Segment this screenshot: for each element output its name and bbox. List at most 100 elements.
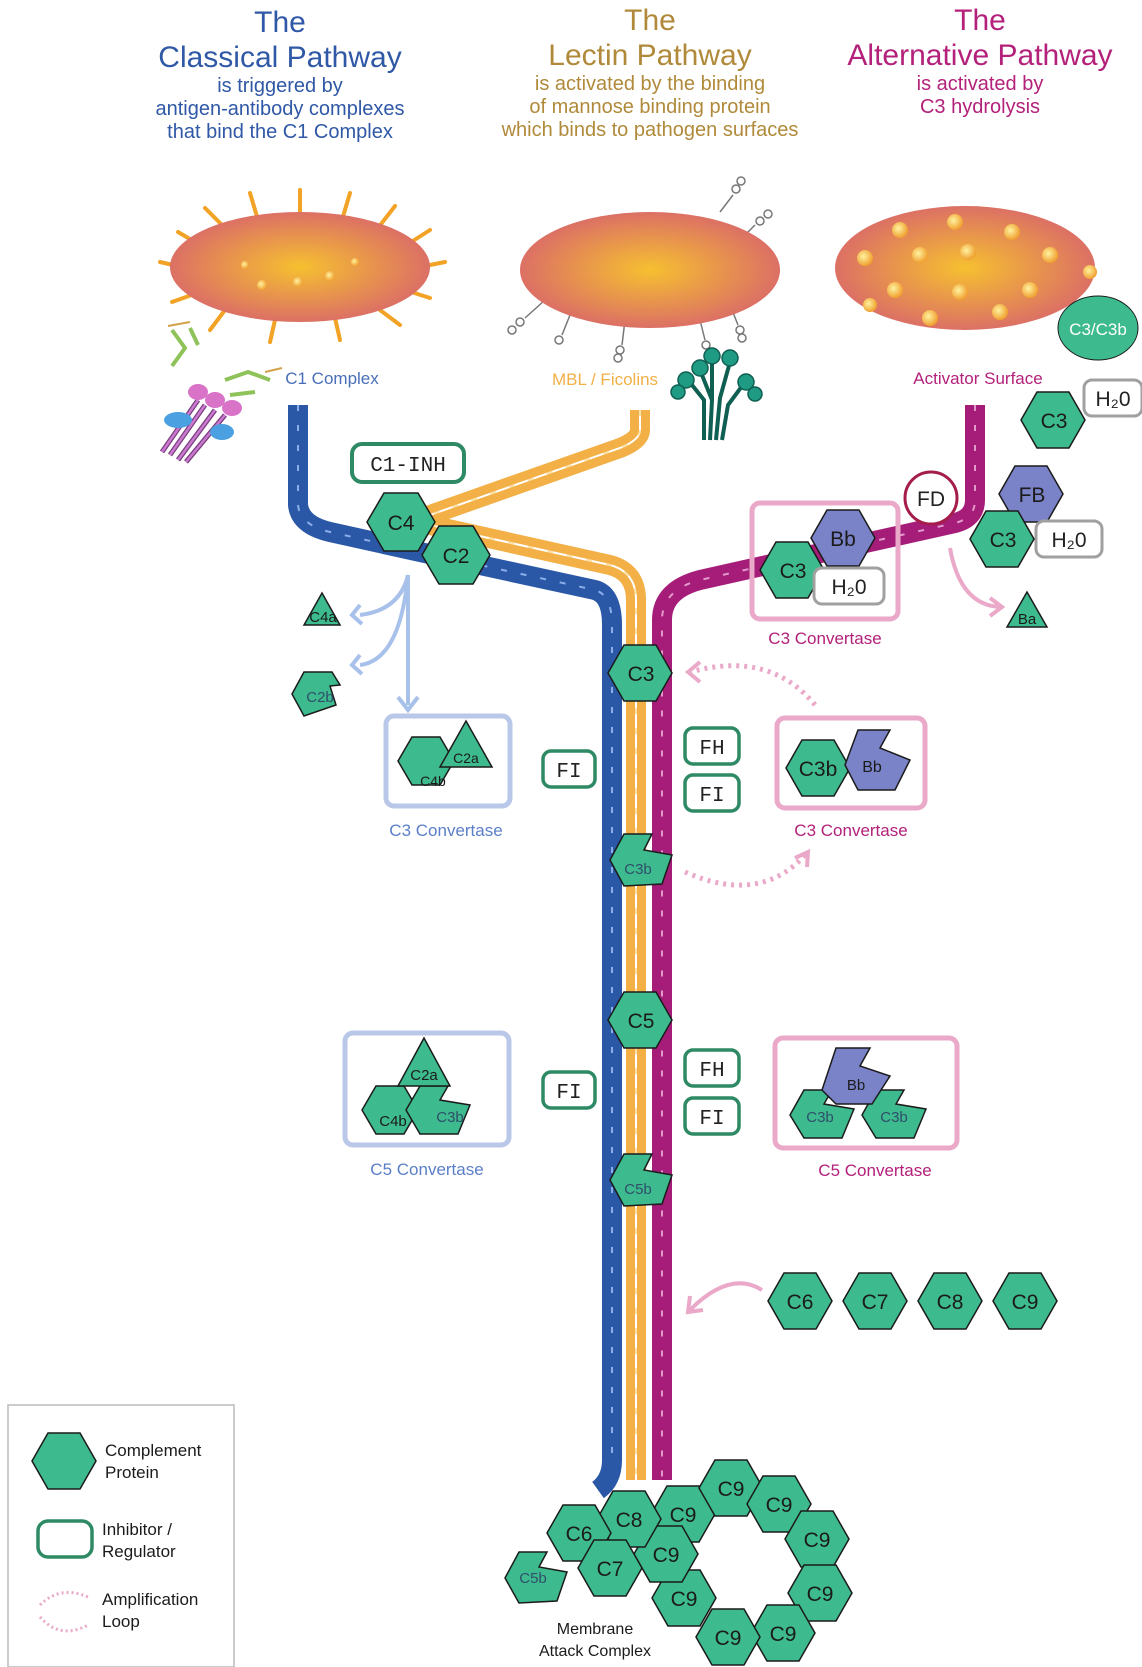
fi-regulator-3 (541, 1070, 597, 1110)
alt-c3-convertase-top-box (749, 500, 901, 622)
c4-label: C4 (388, 512, 415, 535)
c1inh-label: C1-INH (370, 455, 446, 478)
h2o-label-1: H₂0 (1096, 388, 1131, 411)
fi-label-3: FI (556, 1082, 581, 1105)
mac-c9-3 (746, 1475, 812, 1533)
mac-c9-2-label: C9 (718, 1478, 745, 1501)
fb-label: FB (1019, 484, 1046, 507)
classical-c5-convertase-box (342, 1030, 512, 1148)
legend-complement-line1: Complement (105, 1441, 202, 1460)
c3b-central-label: C3b (624, 861, 652, 878)
legend-regulator-icon (36, 1519, 94, 1559)
c1inh-regulator (350, 442, 466, 484)
legend-amp-icon-bottom (38, 1615, 89, 1633)
c3b-alt-c5-label-2: C3b (880, 1109, 908, 1126)
mac-c9-7-label: C9 (715, 1627, 742, 1650)
alt-c3-convertase-label: C3 Convertase (794, 821, 907, 840)
mbl-ficolins-icon (670, 347, 763, 441)
bb-mid-label: Bb (862, 759, 882, 776)
c5b-central-protein (609, 1153, 673, 1207)
legend-inhibitor-line1: Inhibitor / (102, 1520, 172, 1539)
lectin-line1: is activated by the binding (534, 73, 766, 95)
legend-amp-icon-top (38, 1591, 89, 1607)
classical-pathogen (158, 188, 447, 344)
h2o-label-2: H₂0 (1052, 529, 1087, 552)
fd-label: FD (917, 488, 945, 511)
mac-c7 (577, 1539, 643, 1597)
amplification-arrow-1 (689, 663, 817, 707)
c7-label: C7 (862, 1291, 889, 1314)
c5-central-label: C5 (628, 1010, 655, 1033)
classical-c3-convertase-box (383, 713, 513, 809)
c4a-protein (302, 591, 342, 626)
c3b-alt-c5-label-1: C3b (806, 1109, 834, 1126)
c6-protein (767, 1272, 833, 1330)
c4b-c5-label: C4b (379, 1113, 407, 1130)
c6-label: C6 (787, 1291, 814, 1314)
surface-dots (857, 214, 1097, 326)
alt-c5-convertase-box (772, 1035, 960, 1151)
c2b-protein (291, 671, 342, 717)
amplification-arrow-2 (683, 853, 807, 888)
mbl-label: MBL / Ficolins (552, 370, 658, 389)
c6c9-arrow (688, 1281, 764, 1312)
c3-convertase-top-c3-label: C3 (780, 560, 807, 583)
c8-label: C8 (937, 1291, 964, 1314)
c5b-central-label: C5b (624, 1181, 652, 1198)
c4b-label: C4b (420, 773, 446, 789)
legend-complement-line2: Protein (105, 1463, 159, 1482)
mac-c9-7 (695, 1608, 761, 1666)
c8-protein (917, 1272, 983, 1330)
lectin-line2: of mannose binding protein (529, 96, 771, 118)
h2o-label-3: H₂0 (832, 576, 867, 599)
alt-the: The (954, 4, 1006, 37)
bb-alt-c5-label: Bb (847, 1077, 865, 1094)
c9-label: C9 (1012, 1291, 1039, 1314)
mac-c6-label: C6 (566, 1523, 593, 1546)
c7-protein (842, 1272, 908, 1330)
mac-c9-6 (750, 1604, 816, 1662)
classical-header: The Classical Pathway is triggered by an… (130, 6, 430, 144)
legend (7, 1404, 235, 1667)
activator-surface-label: Activator Surface (913, 369, 1042, 388)
bb-alt-c5-protein (821, 1047, 892, 1105)
bb-protein-mid (844, 729, 912, 791)
mac-c9-9-label: C9 (653, 1544, 680, 1567)
classical-line1: is triggered by (217, 75, 343, 97)
c2a-label: C2a (453, 750, 479, 766)
mac-c9-3-label: C9 (766, 1494, 793, 1517)
alt-name: Alternative Pathway (847, 38, 1113, 72)
mac-c9-4 (784, 1510, 850, 1568)
c3b-central-protein (609, 833, 673, 887)
c2a-c5-protein (396, 1036, 452, 1087)
fh-regulator-1 (683, 726, 741, 766)
c4a-label: C4a (309, 609, 337, 626)
mac-c8-label: C8 (616, 1509, 643, 1532)
pathogen-inner-spikes (241, 258, 359, 290)
c2a-protein (438, 719, 494, 768)
alternative-band (652, 405, 985, 1480)
c3-alt-top-label: C3 (1041, 410, 1068, 433)
mac-label-line2: Attack Complex (539, 1643, 651, 1660)
c3c3b-label: C3/C3b (1069, 320, 1127, 339)
lectin-line3: which binds to pathogen surfaces (501, 119, 799, 141)
c9-protein (992, 1272, 1058, 1330)
fi-regulator-1 (541, 749, 597, 789)
c4-protein (366, 492, 436, 552)
c3b-c5-classical-label: C3b (436, 1109, 464, 1126)
c2-protein (421, 525, 491, 585)
mac-c9-8-label: C9 (671, 1588, 698, 1611)
classical-name: Classical Pathway (158, 40, 402, 74)
h2o-box-1 (1082, 378, 1142, 418)
alternative-activator-surface (835, 206, 1139, 361)
mac-c5b (504, 1551, 568, 1604)
mac-c7-label: C7 (597, 1558, 624, 1581)
alternative-header: The Alternative Pathway is activated by … (820, 4, 1140, 119)
mac-c9-6-label: C9 (770, 1623, 797, 1646)
fi-regulator-4 (683, 1096, 741, 1136)
fd-protein (903, 470, 959, 526)
ba-arrow (948, 547, 1001, 609)
c2-label: C2 (443, 545, 470, 568)
fi-label-1: FI (556, 761, 581, 784)
fi-label-2: FI (699, 785, 724, 808)
